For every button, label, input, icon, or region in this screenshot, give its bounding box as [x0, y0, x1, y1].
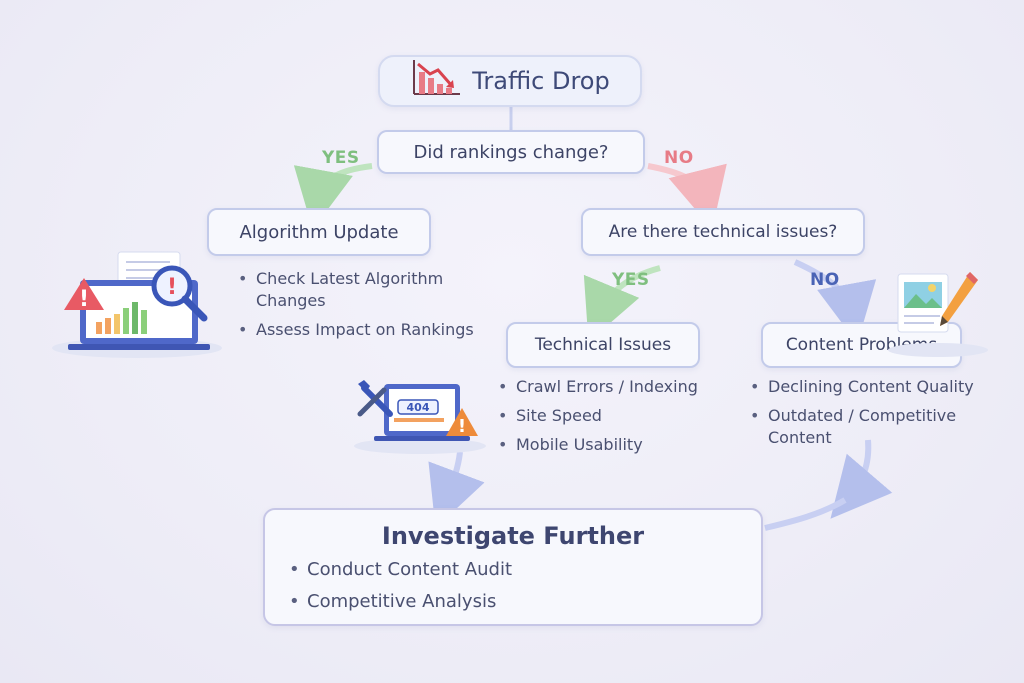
- list-item: Assess Impact on Rankings: [236, 319, 486, 341]
- list-item: Competitive Analysis: [287, 590, 739, 614]
- list-item: Check Latest Algorithm Changes: [236, 268, 486, 312]
- question-rankings-text: Did rankings change?: [413, 141, 609, 163]
- list-item: Crawl Errors / Indexing: [496, 376, 726, 398]
- list-item: Site Speed: [496, 405, 726, 427]
- label-technical-no: NO: [810, 270, 840, 290]
- label-rankings-yes: YES: [322, 148, 360, 168]
- document-pencil-icon: [878, 268, 988, 362]
- label-technical-yes: YES: [612, 270, 650, 290]
- laptop-analytics-warning-icon: ! !: [42, 250, 222, 364]
- algorithm-update-list: Check Latest Algorithm Changes Assess Im…: [236, 268, 486, 348]
- title-text: Traffic Drop: [472, 67, 610, 95]
- technical-issues-list: Crawl Errors / Indexing Site Speed Mobil…: [496, 376, 726, 463]
- question-technical: Are there technical issues?: [581, 208, 865, 256]
- declining-bar-chart-icon: [410, 58, 462, 104]
- technical-issues-title: Technical Issues: [534, 335, 672, 355]
- title-node: Traffic Drop: [378, 55, 642, 107]
- content-problems-list: Declining Content Quality Outdated / Com…: [748, 376, 1018, 456]
- svg-text:!: !: [458, 416, 466, 437]
- arrow-content-to-investigate: [764, 497, 847, 531]
- list-item: Outdated / Competitive Content: [748, 405, 1018, 449]
- arrow-rankings-no: [647, 163, 727, 230]
- list-item: Conduct Content Audit: [287, 558, 739, 582]
- question-technical-text: Are there technical issues?: [608, 222, 838, 242]
- error-404-badge: 404: [407, 401, 430, 414]
- question-rankings: Did rankings change?: [377, 130, 645, 174]
- list-item: Declining Content Quality: [748, 376, 1018, 398]
- technical-issues-node: Technical Issues: [506, 322, 700, 368]
- arrow-technical-to-investigate: [428, 451, 485, 529]
- investigate-further-title: Investigate Further: [381, 522, 645, 550]
- arrow-technical-yes: [583, 265, 661, 342]
- svg-text:!: !: [167, 275, 177, 300]
- arrow-rankings-yes: [293, 163, 373, 230]
- tools-404-warning-icon: 404 !: [350, 378, 490, 460]
- algorithm-update-node: Algorithm Update: [207, 208, 431, 256]
- list-item: Mobile Usability: [496, 434, 726, 456]
- algorithm-update-title: Algorithm Update: [239, 221, 399, 243]
- arrow-technical-no: [793, 259, 877, 344]
- investigate-further-list: Conduct Content Audit Competitive Analys…: [287, 558, 739, 614]
- svg-text:!: !: [79, 287, 89, 312]
- investigate-further-node: Investigate Further Conduct Content Audi…: [263, 508, 763, 626]
- label-rankings-no: NO: [664, 148, 694, 168]
